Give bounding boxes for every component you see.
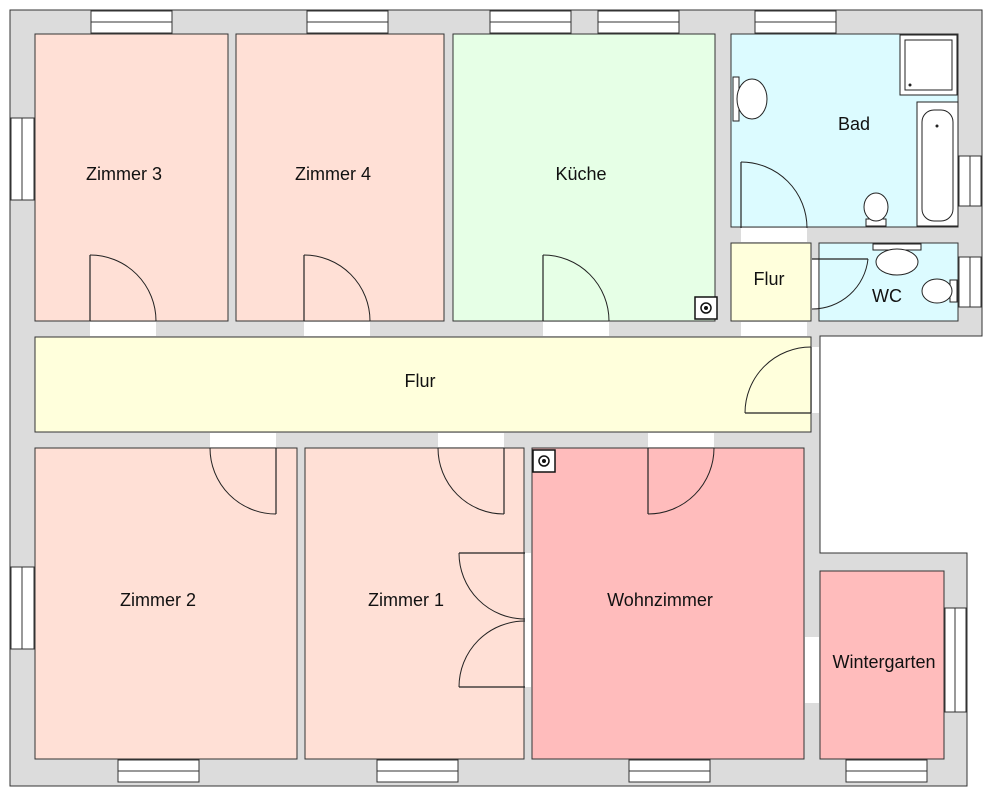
- door-opening: [543, 322, 609, 336]
- door-opening: [210, 433, 276, 447]
- window-left-2: [10, 566, 35, 650]
- window-top-4: [597, 10, 680, 34]
- room-wintergarten[interactable]: [819, 570, 945, 760]
- label-flur-small: Flur: [754, 269, 785, 289]
- label-wohnzimmer: Wohnzimmer: [607, 590, 713, 610]
- window-right-1: [958, 155, 982, 207]
- window-top-5: [754, 10, 837, 34]
- shower-icon: [899, 34, 958, 96]
- window-top-1: [90, 10, 173, 34]
- room-zimmer-3[interactable]: [34, 33, 229, 322]
- label-flur-main: Flur: [405, 371, 436, 391]
- door-zimmer-2[interactable]: [209, 447, 277, 515]
- label-kueche: Küche: [555, 164, 606, 184]
- label-wc: WC: [872, 286, 902, 306]
- door-opening: [90, 322, 156, 336]
- window-right-2: [958, 256, 982, 308]
- label-bad: Bad: [838, 114, 870, 134]
- label-zimmer-1: Zimmer 1: [368, 590, 444, 610]
- door-opening: [741, 228, 807, 242]
- door-opening: [805, 637, 819, 703]
- label-zimmer-3: Zimmer 3: [86, 164, 162, 184]
- room-zimmer-2[interactable]: [34, 447, 298, 760]
- room-wohnzimmer[interactable]: [531, 447, 805, 760]
- door-opening: [648, 433, 714, 447]
- room-flur-small[interactable]: [730, 242, 812, 322]
- window-left-1: [10, 117, 35, 201]
- door-zimmer-1[interactable]: [437, 447, 505, 515]
- sink-icon: [732, 76, 768, 122]
- label-zimmer-4: Zimmer 4: [295, 164, 371, 184]
- door-opening: [812, 347, 819, 413]
- window-top-2: [306, 10, 389, 34]
- window-bottom-1: [117, 759, 200, 783]
- double-door-zimmer-1-wohnzimmer[interactable]: [458, 552, 526, 688]
- door-opening: [812, 259, 818, 309]
- door-bad[interactable]: [740, 161, 808, 229]
- door-wc[interactable]: [811, 258, 869, 310]
- door-opening: [741, 322, 807, 336]
- window-bottom-2: [376, 759, 459, 783]
- room-kueche[interactable]: [452, 33, 716, 322]
- door-wohnzimmer[interactable]: [647, 447, 715, 515]
- door-zimmer-3[interactable]: [89, 254, 157, 322]
- window-top-3: [489, 10, 572, 34]
- chimney-icon: [532, 449, 556, 473]
- toilet-icon: [863, 192, 889, 227]
- window-bottom-3: [628, 759, 711, 783]
- door-opening: [438, 433, 504, 447]
- room-flur-main[interactable]: [34, 336, 812, 433]
- window-right-3: [944, 607, 967, 713]
- label-zimmer-2: Zimmer 2: [120, 590, 196, 610]
- room-zimmer-4[interactable]: [235, 33, 445, 322]
- room-zimmer-1[interactable]: [304, 447, 525, 760]
- door-flur-entrance[interactable]: [744, 346, 812, 414]
- door-opening: [304, 322, 370, 336]
- door-kueche[interactable]: [542, 254, 610, 322]
- door-opening: [525, 553, 531, 687]
- chimney-icon: [694, 296, 718, 320]
- toilet-icon: [921, 278, 958, 304]
- label-wintergarten: Wintergarten: [832, 652, 935, 672]
- bathtub-icon: [916, 101, 959, 227]
- sink-icon: [872, 243, 922, 276]
- window-bottom-4: [845, 759, 928, 783]
- door-zimmer-4[interactable]: [303, 254, 371, 322]
